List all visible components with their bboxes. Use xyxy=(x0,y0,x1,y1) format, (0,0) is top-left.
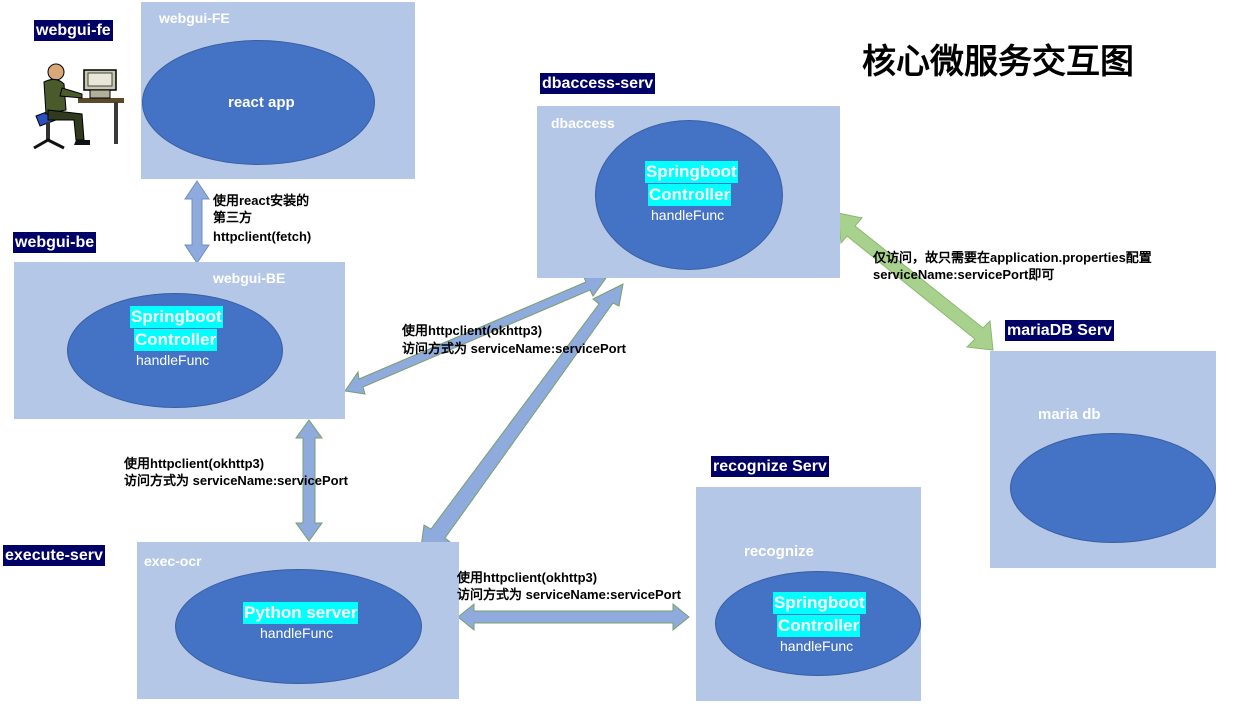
note-be-exec-line2: 访问方式为 serviceName:servicePort xyxy=(124,473,348,488)
note-fe-be-line2: 第三方 xyxy=(213,210,253,225)
python-server-node xyxy=(175,569,422,684)
note-exec-rec-line1: 使用httpclient(okhttp3) xyxy=(457,570,598,585)
note-db-maria-line1: 仅访问，故只需要在application.properties配置 xyxy=(873,250,1152,265)
note-fe-be-line1: 使用react安装的 xyxy=(213,193,310,208)
tag-recognize-serv: recognize Serv xyxy=(711,456,829,477)
recognize-springboot-label: Springboot xyxy=(773,592,866,614)
webgui-be-controller-label: Controller xyxy=(134,329,218,351)
person-at-computer-icon xyxy=(33,63,124,150)
recognize-controller-label: Controller xyxy=(777,615,861,637)
webgui-be-box-label: webgui-BE xyxy=(213,270,286,286)
tag-execute-serv: execute-serv xyxy=(3,545,105,566)
webgui-fe-box-label: webgui-FE xyxy=(159,10,230,26)
exec-handlefunc-label: handleFunc xyxy=(260,625,334,641)
exec-ocr-box-label: exec-ocr xyxy=(144,553,202,569)
arrow-exec-rec xyxy=(457,602,690,632)
note-be-db-line1: 使用httpclient(okhttp3) xyxy=(402,323,543,338)
dbaccess-handlefunc-label: handleFunc xyxy=(651,207,725,223)
tag-webgui-fe: webgui-fe xyxy=(34,20,113,41)
note-be-exec-line1: 使用httpclient(okhttp3) xyxy=(124,456,265,471)
arrow-db-maria xyxy=(837,212,994,351)
mariadb-node xyxy=(1010,433,1216,543)
arrow-be-db xyxy=(344,274,607,395)
webgui-be-handlefunc-label: handleFunc xyxy=(136,352,210,368)
dbaccess-controller-label: Controller xyxy=(648,184,732,206)
note-db-maria-line2: serviceName:servicePort即可 xyxy=(873,267,1055,282)
python-server-label: Python server xyxy=(243,602,359,624)
dbaccess-box-label: dbaccess xyxy=(551,115,615,131)
arrow-exec-db xyxy=(420,283,624,548)
dbaccess-springboot-label: Springboot xyxy=(645,161,738,183)
recognize-handlefunc-label: handleFunc xyxy=(780,638,854,654)
react-app-label: react app xyxy=(228,94,295,111)
tag-mariadb-serv: mariaDB Serv xyxy=(1005,320,1114,341)
note-fe-be-line3: httpclient(fetch) xyxy=(213,229,312,244)
arrow-fe-be xyxy=(184,180,210,264)
arrow-be-exec xyxy=(295,419,323,542)
tag-webgui-be: webgui-be xyxy=(13,232,97,253)
diagram-title: 核心微服务交互图 xyxy=(862,42,1134,82)
note-exec-rec-line2: 访问方式为 serviceName:servicePort xyxy=(457,587,681,602)
webgui-be-springboot-label: Springboot xyxy=(130,306,223,328)
recognize-box-label: recognize xyxy=(744,543,815,560)
mariadb-box-label: maria db xyxy=(1038,406,1101,423)
react-app-node xyxy=(142,40,375,165)
dbaccess-controller-node xyxy=(595,120,783,270)
tag-dbaccess-serv: dbaccess-serv xyxy=(540,73,656,94)
note-be-db-line2: 访问方式为 serviceName:servicePort xyxy=(402,341,626,356)
